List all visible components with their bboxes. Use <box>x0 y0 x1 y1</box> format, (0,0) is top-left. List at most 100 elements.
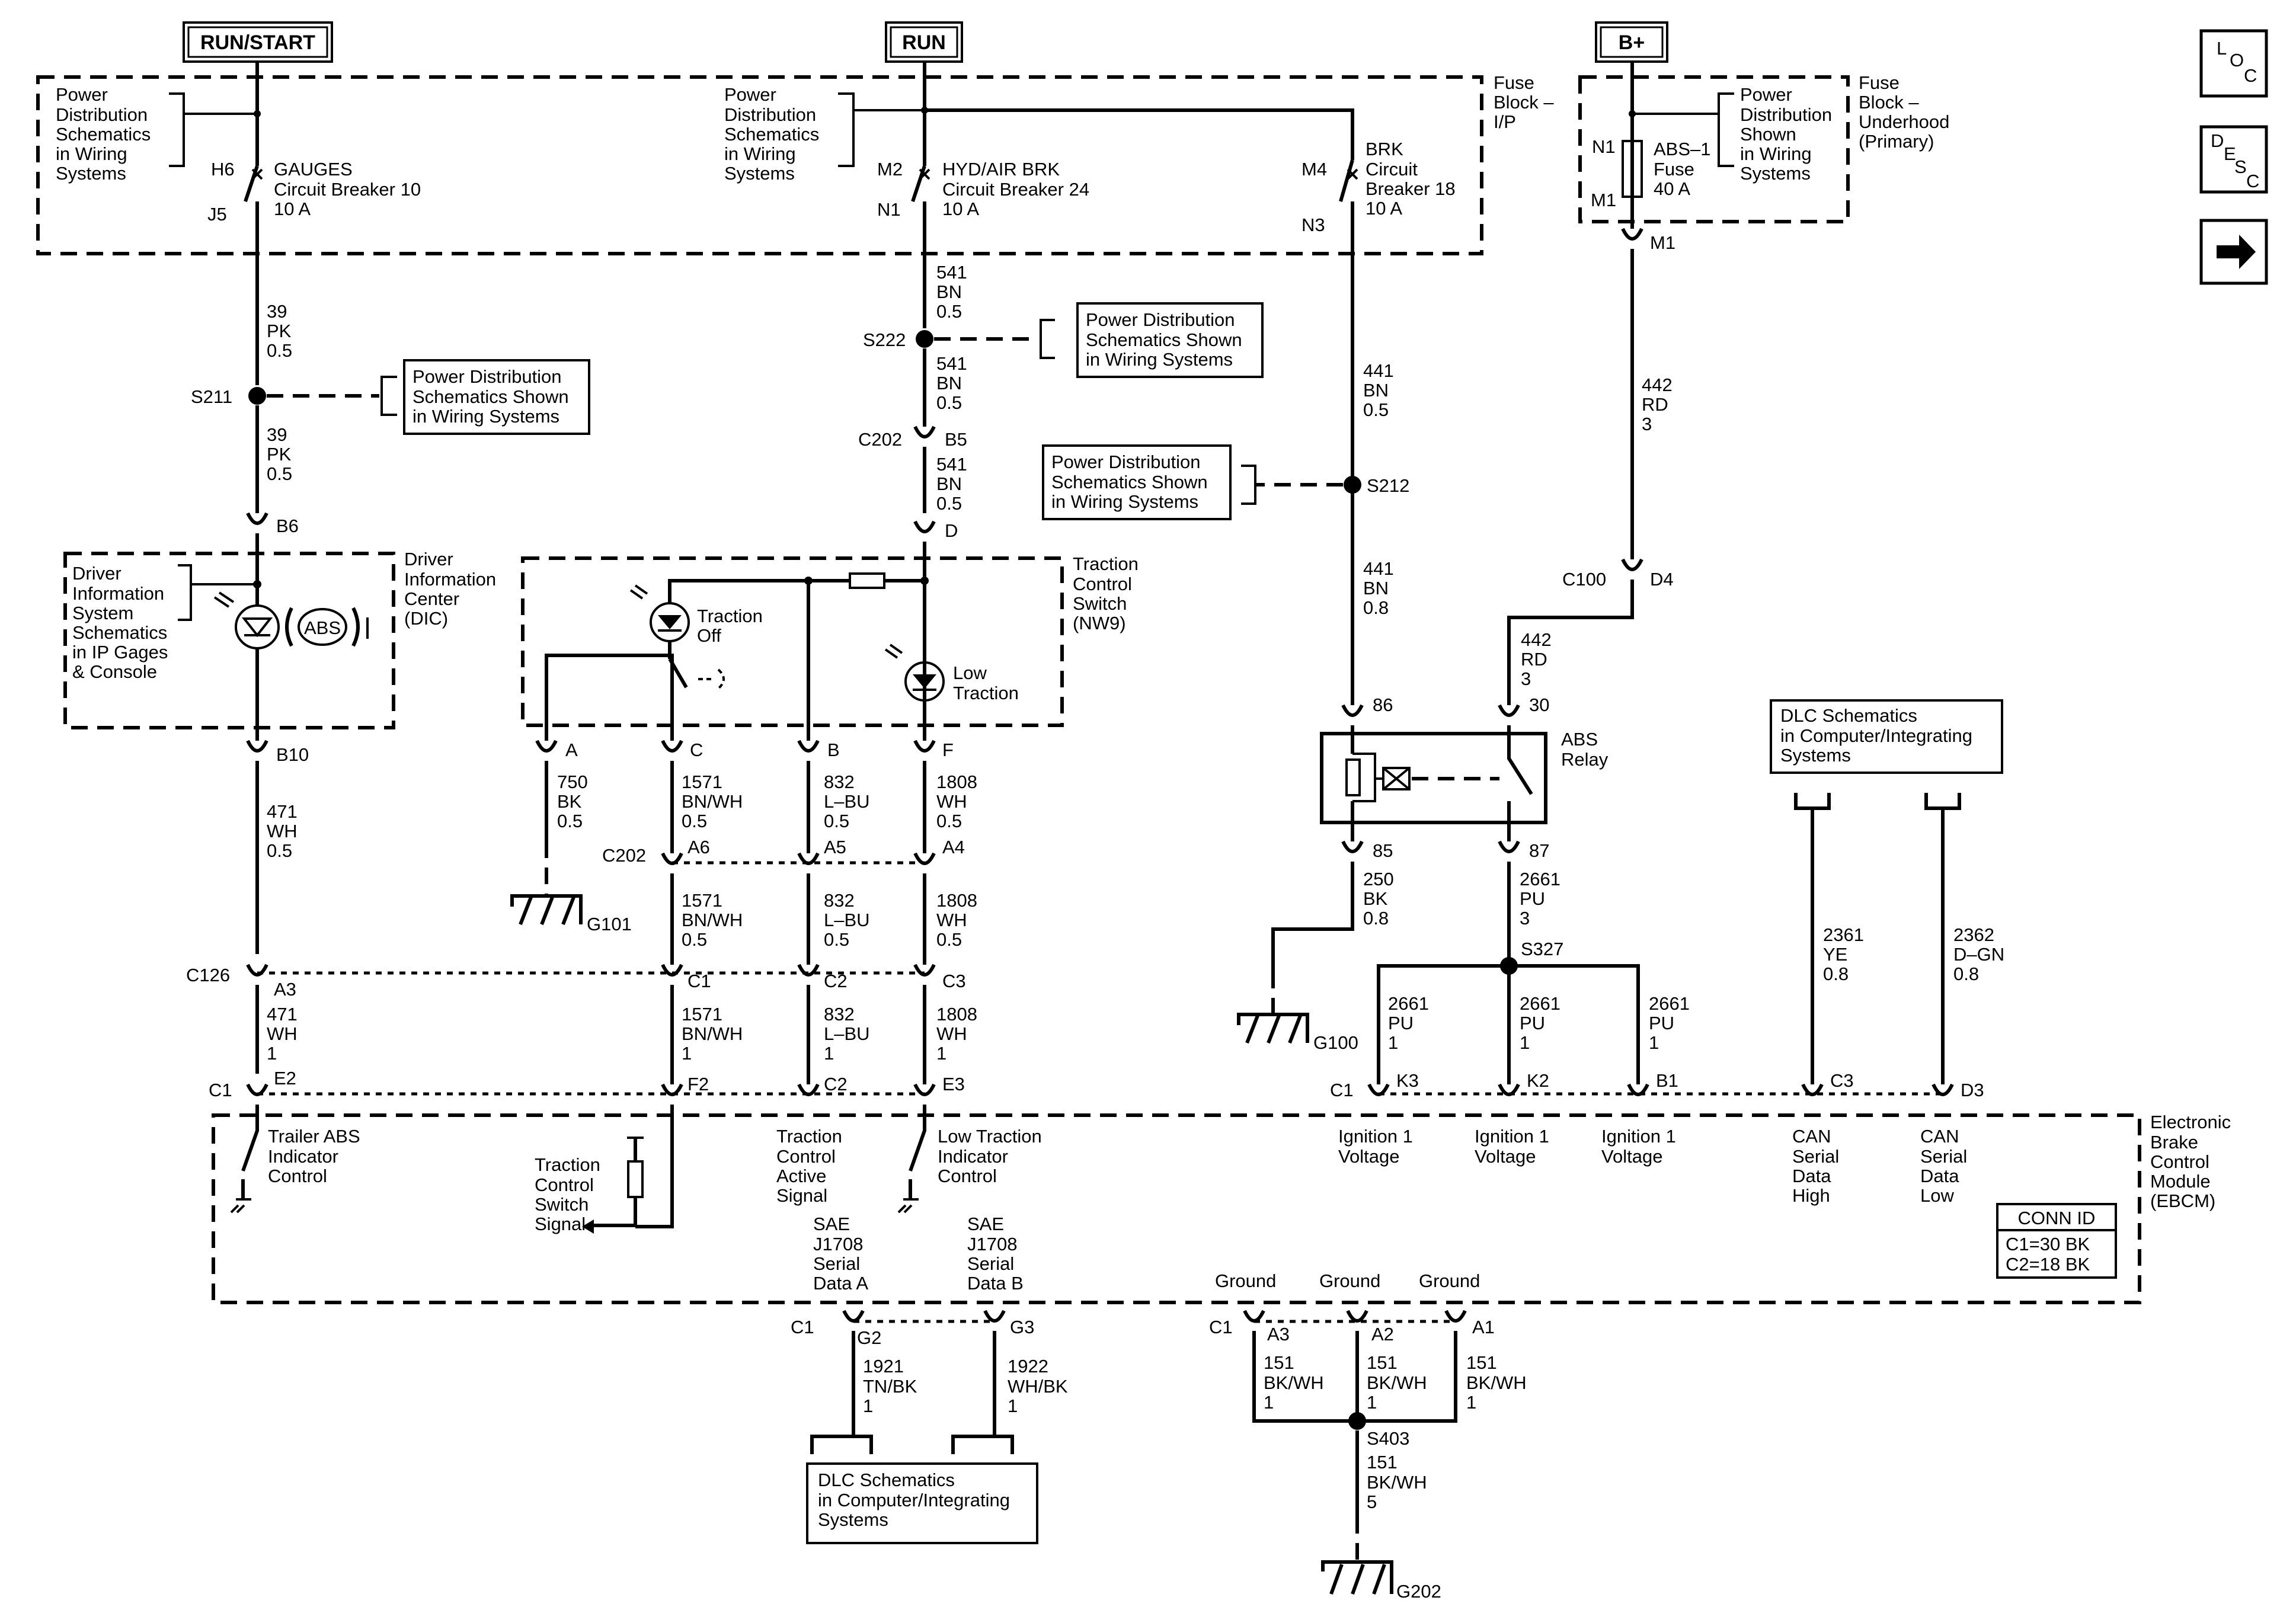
svg-text:1: 1 <box>1388 1032 1398 1053</box>
next-page-button[interactable] <box>2199 219 2268 285</box>
svg-text:832: 832 <box>824 890 855 911</box>
svg-text:750: 750 <box>557 772 588 792</box>
wire-1808-label-c: 1808 WH 1 <box>936 1004 977 1064</box>
svg-text:Low: Low <box>953 662 987 683</box>
svg-text:(DIC): (DIC) <box>404 608 448 629</box>
svg-text:3: 3 <box>1521 668 1531 689</box>
svg-text:Power Distribution: Power Distribution <box>1086 309 1235 330</box>
svg-text:A6: A6 <box>687 837 710 857</box>
svg-text:G3: G3 <box>1010 1317 1034 1337</box>
svg-text:10 A: 10 A <box>1366 198 1402 219</box>
svg-text:Indicator: Indicator <box>268 1146 338 1167</box>
svg-text:1: 1 <box>1649 1032 1659 1053</box>
svg-text:BK/WH: BK/WH <box>1466 1372 1527 1393</box>
svg-text:DLC Schematics: DLC Schematics <box>818 1470 955 1490</box>
svg-text:87: 87 <box>1529 840 1549 861</box>
wire-1808-label-a: 1808 WH 0.5 <box>936 772 977 831</box>
svg-text:L–BU: L–BU <box>824 1023 870 1044</box>
svg-text:Systems: Systems <box>1780 745 1851 766</box>
svg-text:Power: Power <box>724 84 776 105</box>
description-view-button[interactable]: D E S C <box>2199 125 2268 194</box>
svg-text:541: 541 <box>936 454 967 475</box>
svg-text:Traction: Traction <box>697 606 763 626</box>
wire-1571-label-c: 1571 BN/WH 1 <box>682 1004 743 1064</box>
svg-text:2661: 2661 <box>1388 993 1429 1014</box>
svg-text:3: 3 <box>1520 908 1530 929</box>
wire-541-label-b: 541 BN 0.5 <box>936 353 967 413</box>
dic-outline <box>63 552 395 729</box>
svg-text:M4: M4 <box>1302 159 1327 180</box>
svg-text:PU: PU <box>1649 1013 1674 1033</box>
source-run-label: RUN <box>902 31 946 54</box>
svg-text:System: System <box>72 603 133 623</box>
wire-1922-label: 1922 WH/BK 1 <box>1008 1356 1068 1416</box>
svg-text:SAE: SAE <box>967 1214 1004 1234</box>
svg-text:Circuit Breaker 24: Circuit Breaker 24 <box>942 179 1089 200</box>
dic-schematics-ref: Driver Information System Schematics in … <box>72 563 257 682</box>
svg-text:Low: Low <box>1920 1185 1954 1206</box>
svg-text:Distribution: Distribution <box>1740 104 1832 125</box>
svg-text:Control: Control <box>1073 574 1132 594</box>
svg-text:Control: Control <box>535 1174 594 1195</box>
svg-text:K2: K2 <box>1527 1070 1549 1091</box>
svg-text:1922: 1922 <box>1008 1356 1048 1377</box>
svg-text:in IP Gages: in IP Gages <box>72 642 168 662</box>
svg-text:Block –: Block – <box>1859 92 1919 113</box>
svg-text:WH: WH <box>936 1023 967 1044</box>
svg-text:Data A: Data A <box>813 1273 868 1294</box>
svg-text:2661: 2661 <box>1520 869 1560 889</box>
svg-text:250: 250 <box>1363 869 1394 889</box>
svg-text:in Wiring Systems: in Wiring Systems <box>1051 491 1198 512</box>
svg-text:C2: C2 <box>824 1074 848 1094</box>
svg-text:High: High <box>1792 1185 1830 1206</box>
svg-text:39: 39 <box>267 424 287 445</box>
wire-151-label-c: 151 BK/WH 1 <box>1466 1352 1527 1413</box>
wire-441-label-b: 441 BN 0.8 <box>1363 558 1394 618</box>
svg-text:Voltage: Voltage <box>1338 1146 1399 1167</box>
svg-text:D: D <box>945 520 958 541</box>
svg-text:in Wiring Systems: in Wiring Systems <box>1086 349 1233 370</box>
svg-text:L–BU: L–BU <box>824 791 870 812</box>
traction-switch-signal-circuit: Traction Control Switch Signal <box>535 1105 674 1234</box>
wire-750-label: 750 BK 0.5 <box>557 772 588 831</box>
svg-text:B5: B5 <box>945 429 967 450</box>
svg-text:Circuit: Circuit <box>1366 159 1418 180</box>
abs-symbol-icon <box>285 607 360 647</box>
svg-text:Traction: Traction <box>1073 553 1139 574</box>
svg-text:A4: A4 <box>942 837 965 857</box>
location-view-button[interactable]: L O C <box>2199 29 2268 98</box>
abs-warning-lamp: ABS <box>213 591 369 649</box>
svg-text:BN/WH: BN/WH <box>682 1023 743 1044</box>
svg-text:M1: M1 <box>1650 232 1675 253</box>
resistor <box>849 572 885 589</box>
relay-pins-top: 86 30 <box>1341 694 1549 717</box>
wire-541-label-a: 541 BN 0.5 <box>936 262 967 322</box>
svg-text:0.5: 0.5 <box>936 811 962 831</box>
splice-s403: S403 <box>1348 1412 1409 1517</box>
wire-442-label-b: 442 RD 3 <box>1521 629 1552 689</box>
svg-text:Voltage: Voltage <box>1475 1146 1536 1167</box>
svg-text:151: 151 <box>1367 1452 1398 1473</box>
arrow-right-icon <box>2217 235 2256 269</box>
svg-text:Systems: Systems <box>1740 163 1811 184</box>
svg-text:F2: F2 <box>687 1074 709 1094</box>
svg-text:G101: G101 <box>587 914 632 934</box>
wire-151-label-b: 151 BK/WH 1 <box>1367 1352 1427 1413</box>
svg-text:Electronic: Electronic <box>2150 1112 2231 1132</box>
svg-text:B1: B1 <box>1656 1070 1678 1091</box>
svg-text:J1708: J1708 <box>813 1234 863 1254</box>
svg-text:Systems: Systems <box>56 163 126 184</box>
svg-text:Ignition 1: Ignition 1 <box>1601 1126 1676 1147</box>
svg-text:0.5: 0.5 <box>557 811 583 831</box>
connector-d: D <box>913 520 958 741</box>
wire-39-label-a: 39 PK 0.5 <box>267 301 292 361</box>
desc-letter-2: E <box>2224 143 2236 164</box>
connector-m1: M1 <box>1621 228 1675 559</box>
svg-text:Fuse: Fuse <box>1654 159 1694 180</box>
svg-text:Ground: Ground <box>1319 1270 1380 1291</box>
ebcm-outline <box>212 1113 2141 1304</box>
svg-text:BK: BK <box>1363 888 1388 909</box>
svg-text:Module: Module <box>2150 1171 2211 1192</box>
svg-text:Shown: Shown <box>1740 124 1796 145</box>
power-distribution-ref-left: Power Distribution Schematics in Wiring … <box>56 84 257 184</box>
